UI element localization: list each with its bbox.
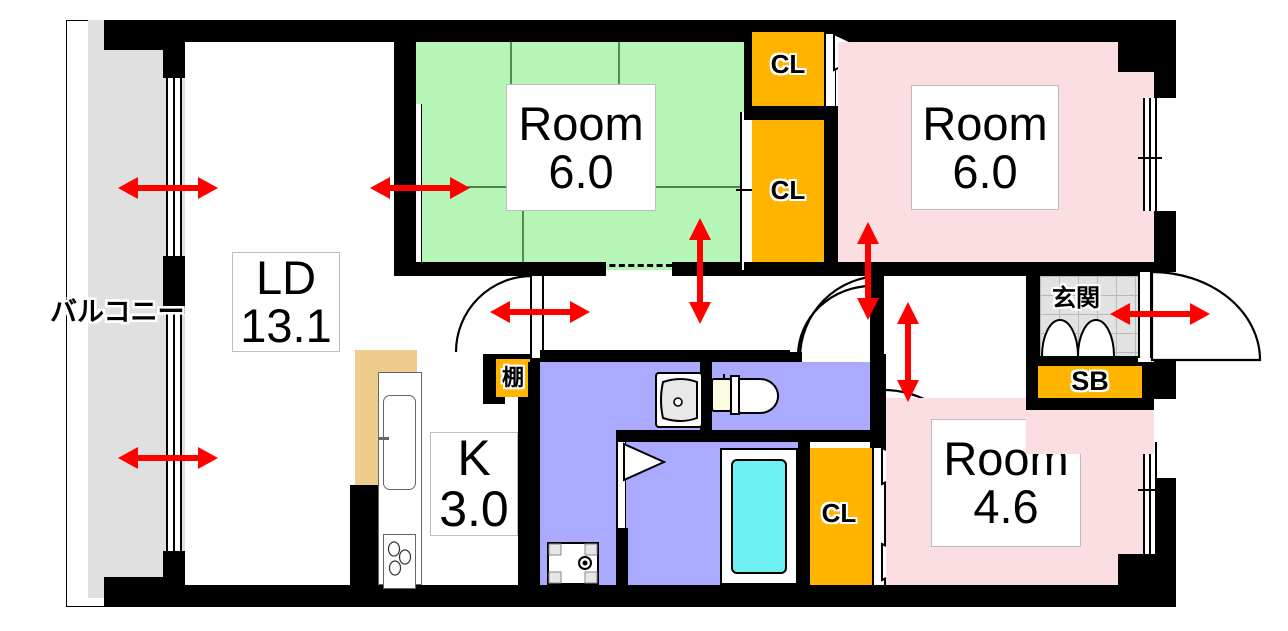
door-ld-corridor-swing [454, 274, 533, 353]
wall-corridor-bottom-c [790, 352, 802, 362]
wall-bath-top [616, 430, 870, 442]
washitsu-label: Room 6.0 [506, 84, 656, 211]
window-ne-mullion [1149, 98, 1151, 211]
arrow-washitsu-corridor [689, 218, 711, 324]
genkan-inner-door-arcs [1041, 319, 1115, 357]
arrow-balcony-lower [118, 447, 218, 469]
arrow-entrance-door [1110, 303, 1210, 325]
closet-top-label-wrap: CL [752, 44, 824, 84]
wall-kitchen-stub [350, 485, 378, 585]
wall-entrancehall-left [870, 354, 886, 476]
genkan-label: 玄関 [1052, 284, 1100, 312]
wall-bath-leftlower [616, 528, 628, 585]
toilet-icon [711, 374, 779, 415]
wall-washitsu-bottom2 [672, 262, 744, 276]
gas-stove [383, 534, 416, 589]
wall-top [104, 20, 1176, 42]
shoebox-label: SB [1071, 366, 1109, 397]
ld-area: 13.1 [240, 299, 332, 352]
ld-name: LD [255, 251, 317, 305]
kitchen-faucet [378, 437, 389, 440]
bedroom-ne-name: Room [922, 96, 1048, 150]
wall-washitsu-left [394, 20, 416, 270]
wall-closet-bath-right [798, 430, 810, 442]
wall-washroom-left [528, 362, 540, 585]
closet-mid-label: CL [770, 174, 806, 205]
bath-door-swing [623, 442, 667, 482]
balcony-label: バルコニー [50, 297, 185, 328]
arrow-bedroom-ne-door [857, 222, 879, 320]
wall-right-b [1154, 211, 1176, 272]
arrow-washitsu-window [370, 177, 470, 199]
wall-corridor-mid [870, 276, 884, 354]
balcony-label-wrap: バルコニー [50, 296, 225, 330]
closet-top [752, 32, 824, 106]
washitsu-fusuma-bottom [600, 264, 672, 268]
kitchen-counter-top [355, 350, 417, 372]
bedroom-se-label: Room 4.6 [931, 419, 1081, 547]
window-balcony-upper-mullion [173, 78, 175, 256]
window-se-mullion [1149, 442, 1151, 554]
bath-door-frame [616, 440, 626, 532]
gas-stove-burners [387, 541, 412, 576]
wall-bath-right [798, 430, 810, 585]
wall-closet-right [824, 120, 838, 276]
shelf-label: 棚 [501, 364, 524, 390]
corridor-fusuma-dash [560, 354, 675, 358]
window-se-tick [1138, 489, 1162, 491]
ld-label: LD 13.1 [232, 252, 340, 352]
closet-top-label: CL [770, 48, 806, 79]
wall-genkan-top [1026, 262, 1154, 276]
closet-mid-label-wrap: CL [752, 170, 824, 210]
wall-genkan-left [1026, 262, 1040, 368]
wall-right-c [1154, 355, 1176, 399]
shelf-label-wrap: 棚 [494, 360, 532, 396]
washitsu-name: Room [518, 96, 644, 150]
kitchen-area: 3.0 [439, 481, 509, 537]
bedroom-ne-label: Room 6.0 [911, 85, 1059, 210]
wall-closet-stack-right [824, 20, 838, 34]
door-ld-corridor [530, 276, 544, 358]
bedroom-se-area: 4.6 [973, 480, 1039, 533]
wall-corner-bottomleft [104, 577, 186, 607]
wall-sb-bottom [1026, 398, 1154, 410]
kitchen-label: K 3.0 [430, 432, 518, 536]
arrow-ld-corridor-door [490, 301, 590, 323]
window-balcony-lower-mullion [173, 314, 175, 551]
bedroom-ne-area: 6.0 [952, 144, 1018, 198]
genkan-label-wrap: 玄関 [1040, 284, 1112, 314]
wall-notch-topright [1118, 20, 1176, 72]
closet-bath-label-wrap: CL [808, 493, 870, 533]
arrow-balcony-upper [118, 177, 218, 199]
washer-pan-detail [548, 543, 598, 584]
shoebox [1038, 366, 1142, 398]
bathtub [731, 459, 787, 574]
shelf-box [496, 359, 530, 397]
washitsu-closet-door-tick [736, 189, 758, 191]
washbasin-icon [655, 372, 703, 428]
door-corridor-mid-swing [796, 284, 873, 357]
bedroom-se-strip [1026, 410, 1154, 454]
arrow-corridor-se-door [897, 302, 919, 402]
closet-bath-label: CL [821, 497, 857, 528]
closet-bath [810, 448, 872, 585]
wall-bedroom-se-notch [1118, 554, 1176, 607]
kitchen-name: K [457, 430, 491, 486]
shoebox-label-wrap: SB [1038, 366, 1142, 398]
kitchen-sink [383, 395, 416, 490]
wall-left-mid [163, 256, 185, 314]
wall-closet-bottom [744, 262, 838, 276]
wall-washitsu-bottom [394, 262, 606, 276]
closet-mid [752, 120, 824, 270]
wall-closet-divider [744, 106, 838, 120]
window-ne-tick [1138, 157, 1162, 159]
wall-bottom [104, 585, 1176, 607]
wall-corner-topleft [104, 20, 186, 50]
washitsu-area: 6.0 [548, 144, 614, 198]
